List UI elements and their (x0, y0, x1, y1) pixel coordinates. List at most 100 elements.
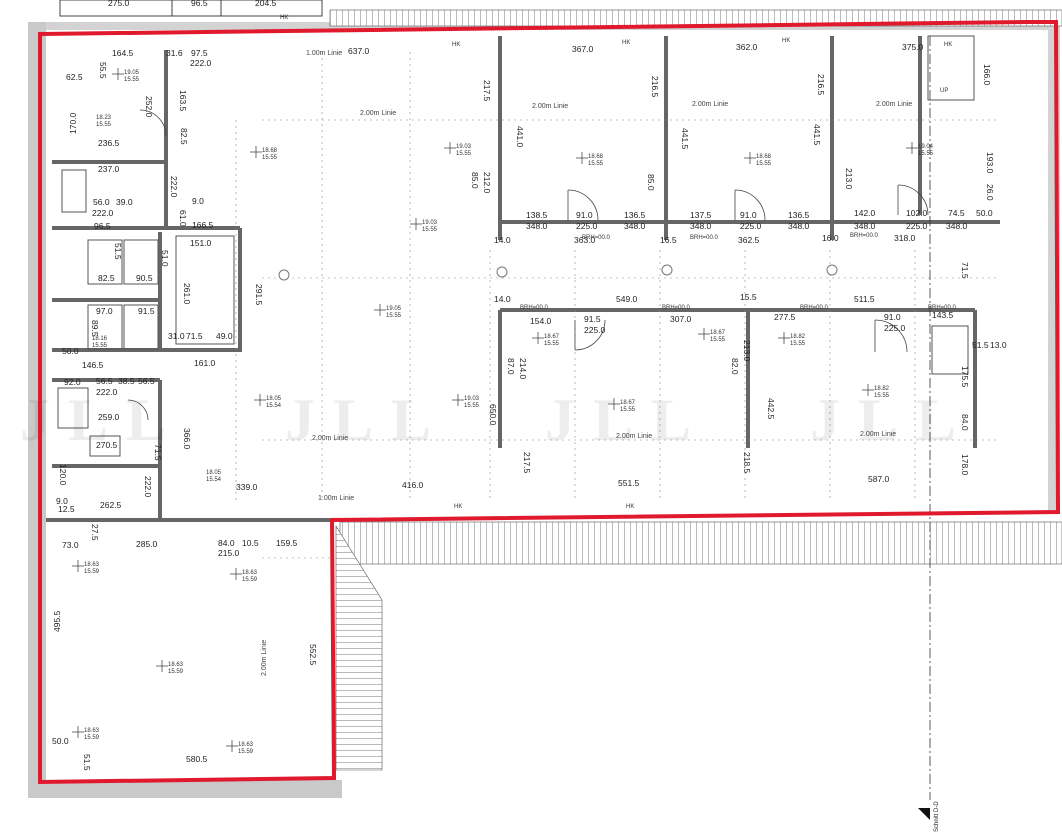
level-marker-icon (532, 332, 544, 344)
level-marker-icon (72, 726, 84, 738)
level-marker-icon (250, 146, 262, 158)
dim-label: 366.0 (182, 428, 192, 450)
dims-lower: 73.0 27.5 285.0 84.0 10.5 215.0 159.5 49… (52, 524, 318, 771)
dim-label: 261.0 (182, 283, 192, 305)
dim-label: 91.5 (138, 306, 155, 316)
level-value: 15.55 (262, 155, 278, 161)
dim-label: 71.5 (186, 331, 203, 341)
watermark: JLL (810, 387, 974, 453)
level-marker-icon (444, 142, 456, 154)
dim-label: 178.0 (960, 454, 970, 476)
dims-top: 275.0 96.5 204.5 637.0 367.0 362.0 375.0… (108, 0, 924, 112)
level-value: 18.63 (168, 662, 184, 668)
dim-label: 225.0 (906, 221, 928, 231)
line-label: 2.00m Linie (860, 431, 896, 438)
level-value: 15.54 (266, 403, 282, 409)
dim-label: 26.0 (985, 184, 995, 201)
dim-label: 495.5 (52, 610, 62, 632)
dim-label: 270.5 (96, 440, 118, 450)
dim-label: 50.0 (62, 346, 79, 356)
dim-label: 90.5 (136, 273, 153, 283)
dim-label: 442.5 (766, 398, 776, 420)
dims-rooms: 441.0 212.0 85.0 138.5 348.0 91.0 225.0 … (254, 64, 995, 306)
hk-label: HK (782, 38, 790, 44)
dim-label: 236.5 (98, 138, 120, 148)
level-values: 19.05 15.55 18.68 15.55 19.03 15.55 18.6… (84, 70, 934, 755)
line-label: 2.00m Linie (532, 103, 568, 110)
level-value: 15.59 (84, 735, 100, 741)
dim-label: 650.0 (488, 404, 498, 426)
dim-label: 175.5 (960, 366, 970, 388)
level-value: 19.05 (386, 306, 402, 312)
dim-label: 222.0 (169, 176, 179, 198)
brh-label: BRH=00.0 (928, 305, 957, 311)
dim-label: 51.0 (160, 250, 170, 267)
hk-label: HK (452, 42, 460, 48)
level-value: 15.55 (620, 407, 636, 413)
dim-label: 138.5 (526, 210, 548, 220)
level-value: 15.55 (96, 122, 112, 128)
brh-label: BRH=00.0 (850, 233, 879, 239)
dim-label: 259.0 (98, 412, 120, 422)
dim-label: 71.5 (960, 262, 970, 279)
dim-label: 51.5 (972, 340, 989, 350)
watermark: JLL (545, 387, 709, 453)
level-value: 18.23 (96, 115, 112, 121)
dim-label: 375.0 (902, 42, 924, 52)
dim-label: 82.5 (98, 273, 115, 283)
line-label: 1.00m Linie (306, 50, 342, 57)
brh-label: BRH=00.0 (800, 305, 829, 311)
dim-label: 49.0 (216, 331, 233, 341)
brh-label: BRH=00.0 (582, 235, 611, 241)
level-value: 15.59 (238, 749, 254, 755)
dim-label: 367.0 (572, 44, 594, 54)
dim-label: 552.5 (308, 644, 318, 666)
dim-label: 56.0 (93, 197, 110, 207)
dim-label: 89.5 (90, 320, 100, 337)
dim-label: 348.0 (526, 221, 548, 231)
dim-label: 84.0 (218, 538, 235, 548)
dim-label: 154.0 (530, 316, 552, 326)
dims-left: 62.5 55.5 252.0 170.0 82.5 236.5 237.0 2… (56, 62, 424, 514)
dim-label: 222.0 (92, 208, 114, 218)
level-value: 18.63 (84, 728, 100, 734)
level-marker-icon (862, 384, 874, 396)
level-value: 19.03 (456, 144, 472, 150)
level-value: 15.54 (206, 477, 222, 483)
dim-label: 51.5 (82, 754, 92, 771)
dim-label: 120.0 (58, 464, 68, 486)
dim-label: 163.5 (178, 90, 188, 112)
hk-label: HK (280, 15, 288, 21)
dim-label: 159.5 (276, 538, 298, 548)
dim-label: 225.0 (576, 221, 598, 231)
dim-label: 318.0 (894, 233, 916, 243)
level-value: 15.55 (124, 77, 140, 83)
dim-label: 225.0 (584, 325, 606, 335)
dim-label: 193.0 (985, 152, 995, 174)
dim-label: 96.5 (94, 221, 111, 231)
section-arrow-icon (918, 808, 930, 820)
dim-label: 102.0 (906, 208, 928, 218)
level-value: 15.59 (168, 669, 184, 675)
level-value: 15.55 (756, 161, 772, 167)
dim-label: 441.5 (680, 128, 690, 150)
level-value: 15.55 (544, 341, 560, 347)
dim-label: 50.0 (976, 208, 993, 218)
dim-label: 84.0 (960, 414, 970, 431)
line-label: 2.00m Linie (876, 101, 912, 108)
dim-label: 27.5 (90, 524, 100, 541)
watermark: JLL (285, 387, 449, 453)
level-value: 15.55 (918, 151, 934, 157)
dim-label: 362.0 (736, 42, 758, 52)
level-marker-icon (112, 68, 124, 80)
level-value: 18.68 (756, 154, 772, 160)
level-value: 15.55 (588, 161, 604, 167)
level-value: 15.55 (92, 343, 108, 349)
level-value: 19.04 (918, 144, 934, 150)
level-marker-icon (576, 152, 588, 164)
doors (127, 109, 929, 421)
dim-label: 225.0 (740, 221, 762, 231)
dim-label: 142.0 (854, 208, 876, 218)
level-value: 19.03 (464, 396, 480, 402)
